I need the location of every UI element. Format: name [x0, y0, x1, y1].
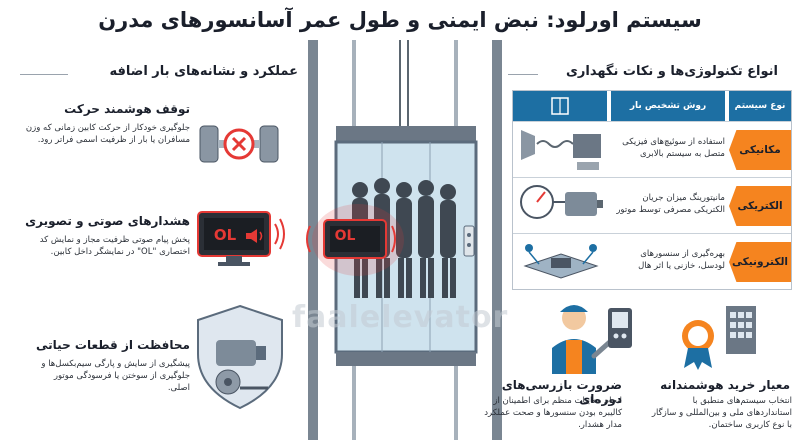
left-item-2-body: پخش پیام صوتی ظرفیت مجاز و نمایش کد اختص…	[39, 235, 190, 257]
table-header-type: نوع سیستم	[729, 91, 791, 121]
table-row-desc: مانیتورینگ میزان جریان الکتریکی مصرفی تو…	[616, 193, 725, 215]
left-item-3-body: پیشگیری از سایش و پارگی سیم‌بکسل‌ها و جل…	[41, 359, 190, 393]
alarm-display-icon	[197, 211, 285, 266]
left-heading-rule	[20, 74, 68, 75]
right-item-1-title: معیار خرید هوشمندانه	[660, 378, 790, 392]
table-row-type: مکانیکی	[729, 130, 791, 170]
left-display-code: OL	[213, 226, 237, 244]
table-row-desc: بهره‌گیری از سنسورهای لودسل، خازنی یا اث…	[638, 249, 725, 271]
right-section-heading: انواع تکنولوژی‌ها و نکات نگهداری	[565, 64, 778, 79]
left-section-heading: عملکرد و نشانه‌های بار اضافه	[109, 64, 298, 79]
mechanical-switch-icon	[521, 130, 601, 170]
table-header-icon	[513, 91, 607, 121]
current-meter-icon	[520, 185, 603, 219]
right-item-2-title: ضرورت بازرسی‌های دوره‌ای	[501, 378, 622, 406]
sensor-board-icon	[523, 244, 599, 279]
table-row: مکانیکی استفاده از سوئیچ‌های فیزیکی متصل…	[513, 121, 791, 178]
table-row: الکتریکی مانیتورینگ میزان جریان الکتریکی…	[513, 177, 791, 234]
right-item-1-body: انتخاب سیستم‌های منطبق با استانداردهای م…	[651, 396, 792, 430]
left-item-1-body: جلوگیری خودکار از حرکت کابین زمانی که وز…	[25, 123, 190, 145]
elevator-icon	[551, 97, 569, 115]
speaker-icon	[246, 229, 263, 243]
table-row-type: الکترونیکی	[729, 242, 791, 282]
left-item-1-title: توقف هوشمند حرکت	[64, 102, 190, 116]
table-row-desc: استفاده از سوئیچ‌های فیزیکی متصل به سیست…	[622, 137, 725, 159]
table-row: الکترونیکی بهره‌گیری از سنسورهای لودسل، …	[513, 233, 791, 290]
award-badge-icon	[682, 320, 714, 370]
right-item-2-body: انجام معاینات منظم برای اطمینان از کالیب…	[484, 396, 622, 430]
shield-gear-icon	[197, 304, 283, 410]
systems-table: نوع سیستم روش تشخیص بار مکانیکی استفاده …	[512, 90, 792, 290]
center-display-code: OL	[334, 228, 356, 244]
watermark: faalelevator	[292, 300, 509, 335]
technician-icon	[552, 305, 632, 374]
table-header-method: روش تشخیص بار	[611, 91, 725, 121]
right-heading-rule	[508, 74, 538, 75]
page-title: سیستم اورلود: نبض ایمنی و طول عمر آسانسو…	[98, 8, 702, 32]
smart-stop-icon	[199, 125, 279, 163]
left-item-3-title: محافظت از قطعات حیاتی	[36, 338, 190, 352]
left-item-2-title: هشدارهای صوتی و تصویری	[25, 214, 190, 228]
elevator-shaft	[306, 40, 502, 440]
building-icon	[726, 306, 756, 354]
table-row-type: الکتریکی	[729, 186, 791, 226]
